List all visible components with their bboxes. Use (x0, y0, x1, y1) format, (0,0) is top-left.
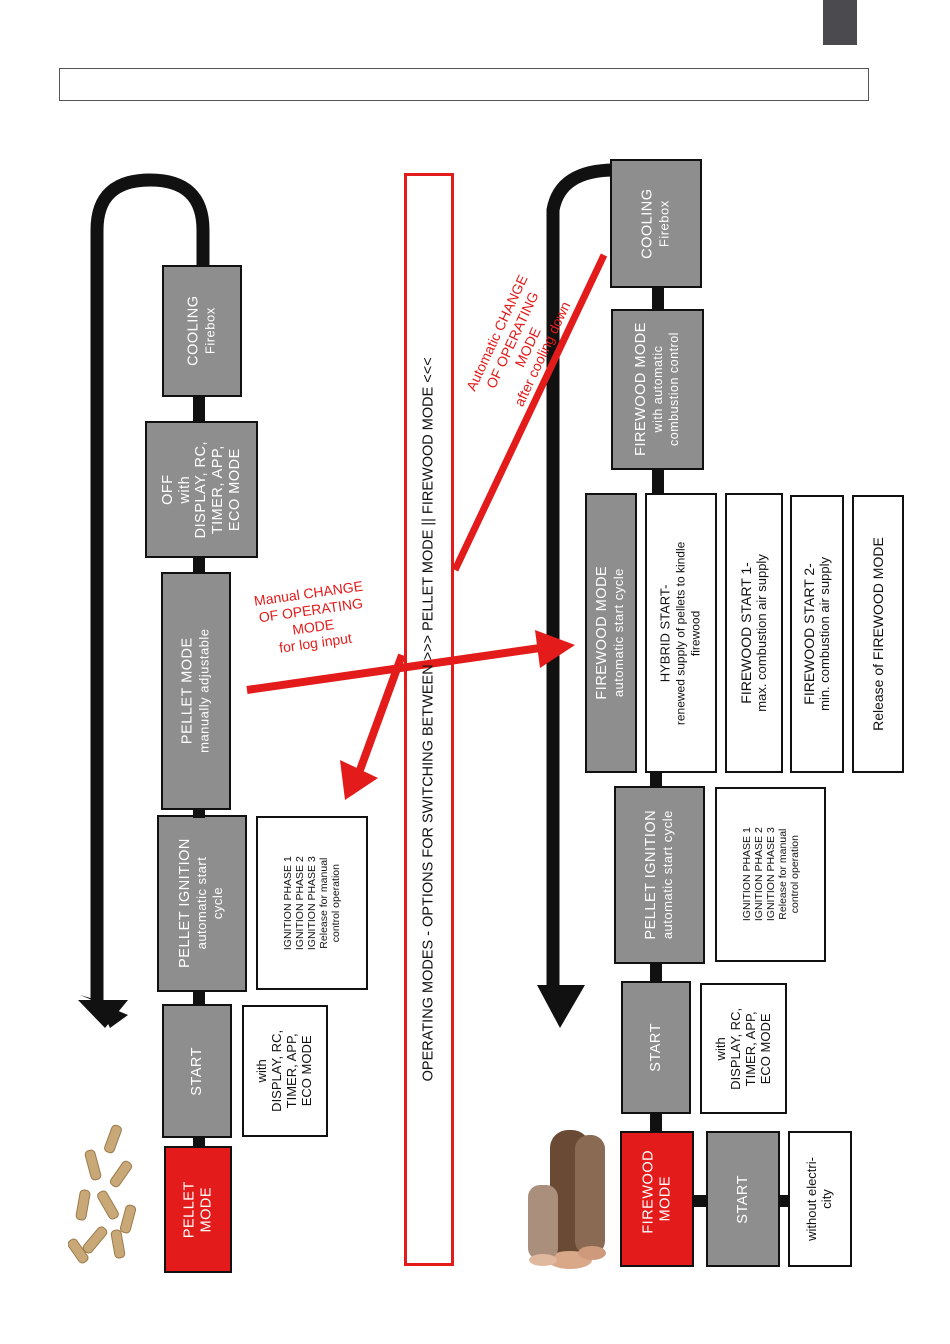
operating-modes-banner (404, 173, 454, 1266)
firewood-start-no-power-note: without electri- city (788, 1131, 852, 1267)
pellet-off-box: OFF with DISPLAY, RC, TIMER, APP, ECO MO… (145, 421, 258, 558)
pellet-mode-text: PELLET MODE (181, 1181, 214, 1238)
firewood-mode-text: FIREWOOD MODE (640, 1150, 673, 1234)
pellet-mode-manual-box: PELLET MODE manually adjustable (161, 572, 231, 810)
banner-text: OPERATING MODES - OPTIONS FOR SWITCHING … (420, 357, 437, 1082)
pellet-ignition-box: PELLET IGNITION automatic start cycle (157, 815, 247, 992)
firewood-auto-control-box: FIREWOOD MODE with automatic combustion … (611, 309, 704, 470)
firewood-pellet-ignition-box: PELLET IGNITION automatic start cycle (614, 786, 705, 964)
pellet-ignition-note: IGNITION PHASE 1 IGNITION PHASE 2 IGNITI… (256, 816, 368, 990)
pellet-cooling-box: COOLING Firebox (162, 265, 242, 397)
release-firewood-mode-box: Release of FIREWOOD MODE (852, 495, 904, 773)
firewood-start-note: with DISPLAY, RC, TIMER, APP, ECO MODE (700, 983, 787, 1114)
firewood-start-no-power-box: START (706, 1131, 780, 1267)
pellet-start-note: with DISPLAY, RC, TIMER, APP, ECO MODE (242, 1005, 328, 1137)
pellets-image (68, 1120, 146, 1268)
firewood-mode-label: FIREWOOD MODE (620, 1131, 694, 1267)
firewood-ignition-note: IGNITION PHASE 1 IGNITION PHASE 2 IGNITI… (715, 787, 826, 962)
firewood-logs-image (520, 1125, 620, 1270)
firewood-cooling-box: COOLING Firebox (610, 159, 702, 288)
pellet-start-box: START (162, 1004, 232, 1138)
firewood-start-2-box: FIREWOOD START 2- min. combustion air su… (790, 495, 844, 773)
page-tab-marker (823, 0, 857, 45)
pellet-mode-label: PELLET MODE (164, 1146, 232, 1273)
firewood-start-box: START (621, 981, 691, 1114)
firewood-start-1-box: FIREWOOD START 1- max. combustion air su… (725, 493, 783, 773)
hybrid-start-box: HYBRID START- renewed supply of pellets … (645, 493, 717, 773)
header-bar (59, 68, 869, 101)
firewood-start-cycle-box: FIREWOOD MODE automatic start cycle (585, 493, 637, 773)
